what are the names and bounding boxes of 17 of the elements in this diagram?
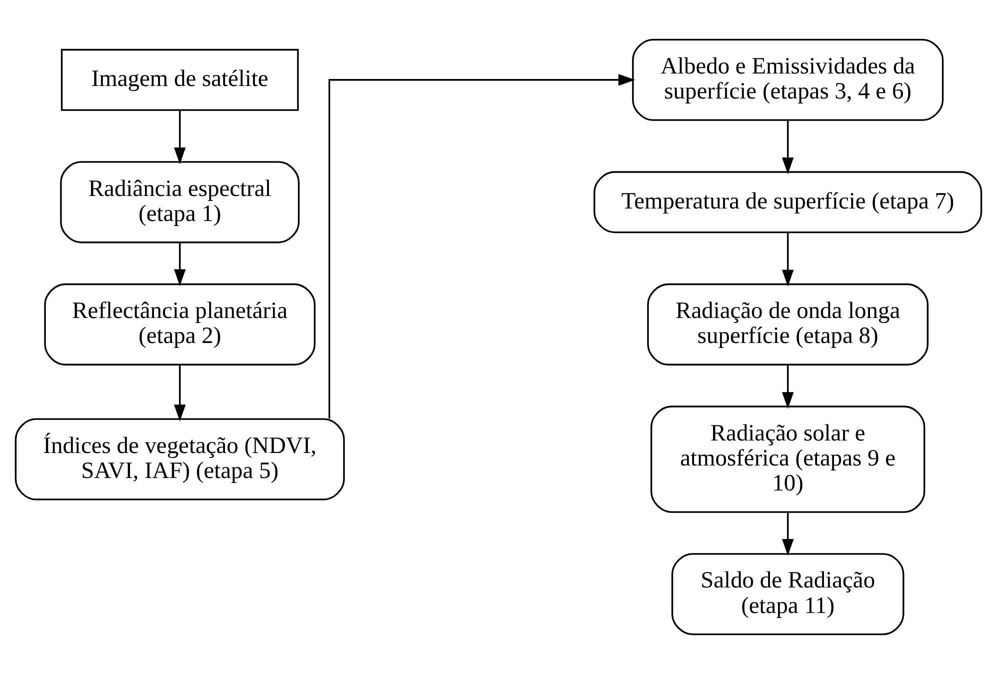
arrow xyxy=(173,110,186,164)
node-box: Temperatura de superfície (etapa 7) xyxy=(593,170,982,233)
node-box: Saldo de Radiação (etapa 11) xyxy=(670,552,904,635)
arrow xyxy=(781,512,794,556)
node-box: Radiância espectral (etapa 1) xyxy=(60,160,300,243)
node-box: Radiação solar e atmosférica (etapas 9 e 10) xyxy=(650,405,925,512)
arrow xyxy=(173,364,186,421)
arrow xyxy=(781,232,794,286)
arrow xyxy=(328,74,635,418)
arrow xyxy=(173,242,186,286)
node-box: Reflectância planetária (etapa 2) xyxy=(44,282,316,365)
arrow xyxy=(781,120,794,174)
arrow xyxy=(781,364,794,408)
node-box: Índices de vegetação (NDVI, SAVI, IAF) (etapa 5) xyxy=(14,418,344,500)
node-box: Radiação de onda longa superfície (etapa 8) xyxy=(646,282,928,365)
node-box: Albedo e Emissividades da superfície (etapas 3, 4 e 6) xyxy=(632,38,944,120)
node-box: Imagem de satélite xyxy=(60,48,298,110)
